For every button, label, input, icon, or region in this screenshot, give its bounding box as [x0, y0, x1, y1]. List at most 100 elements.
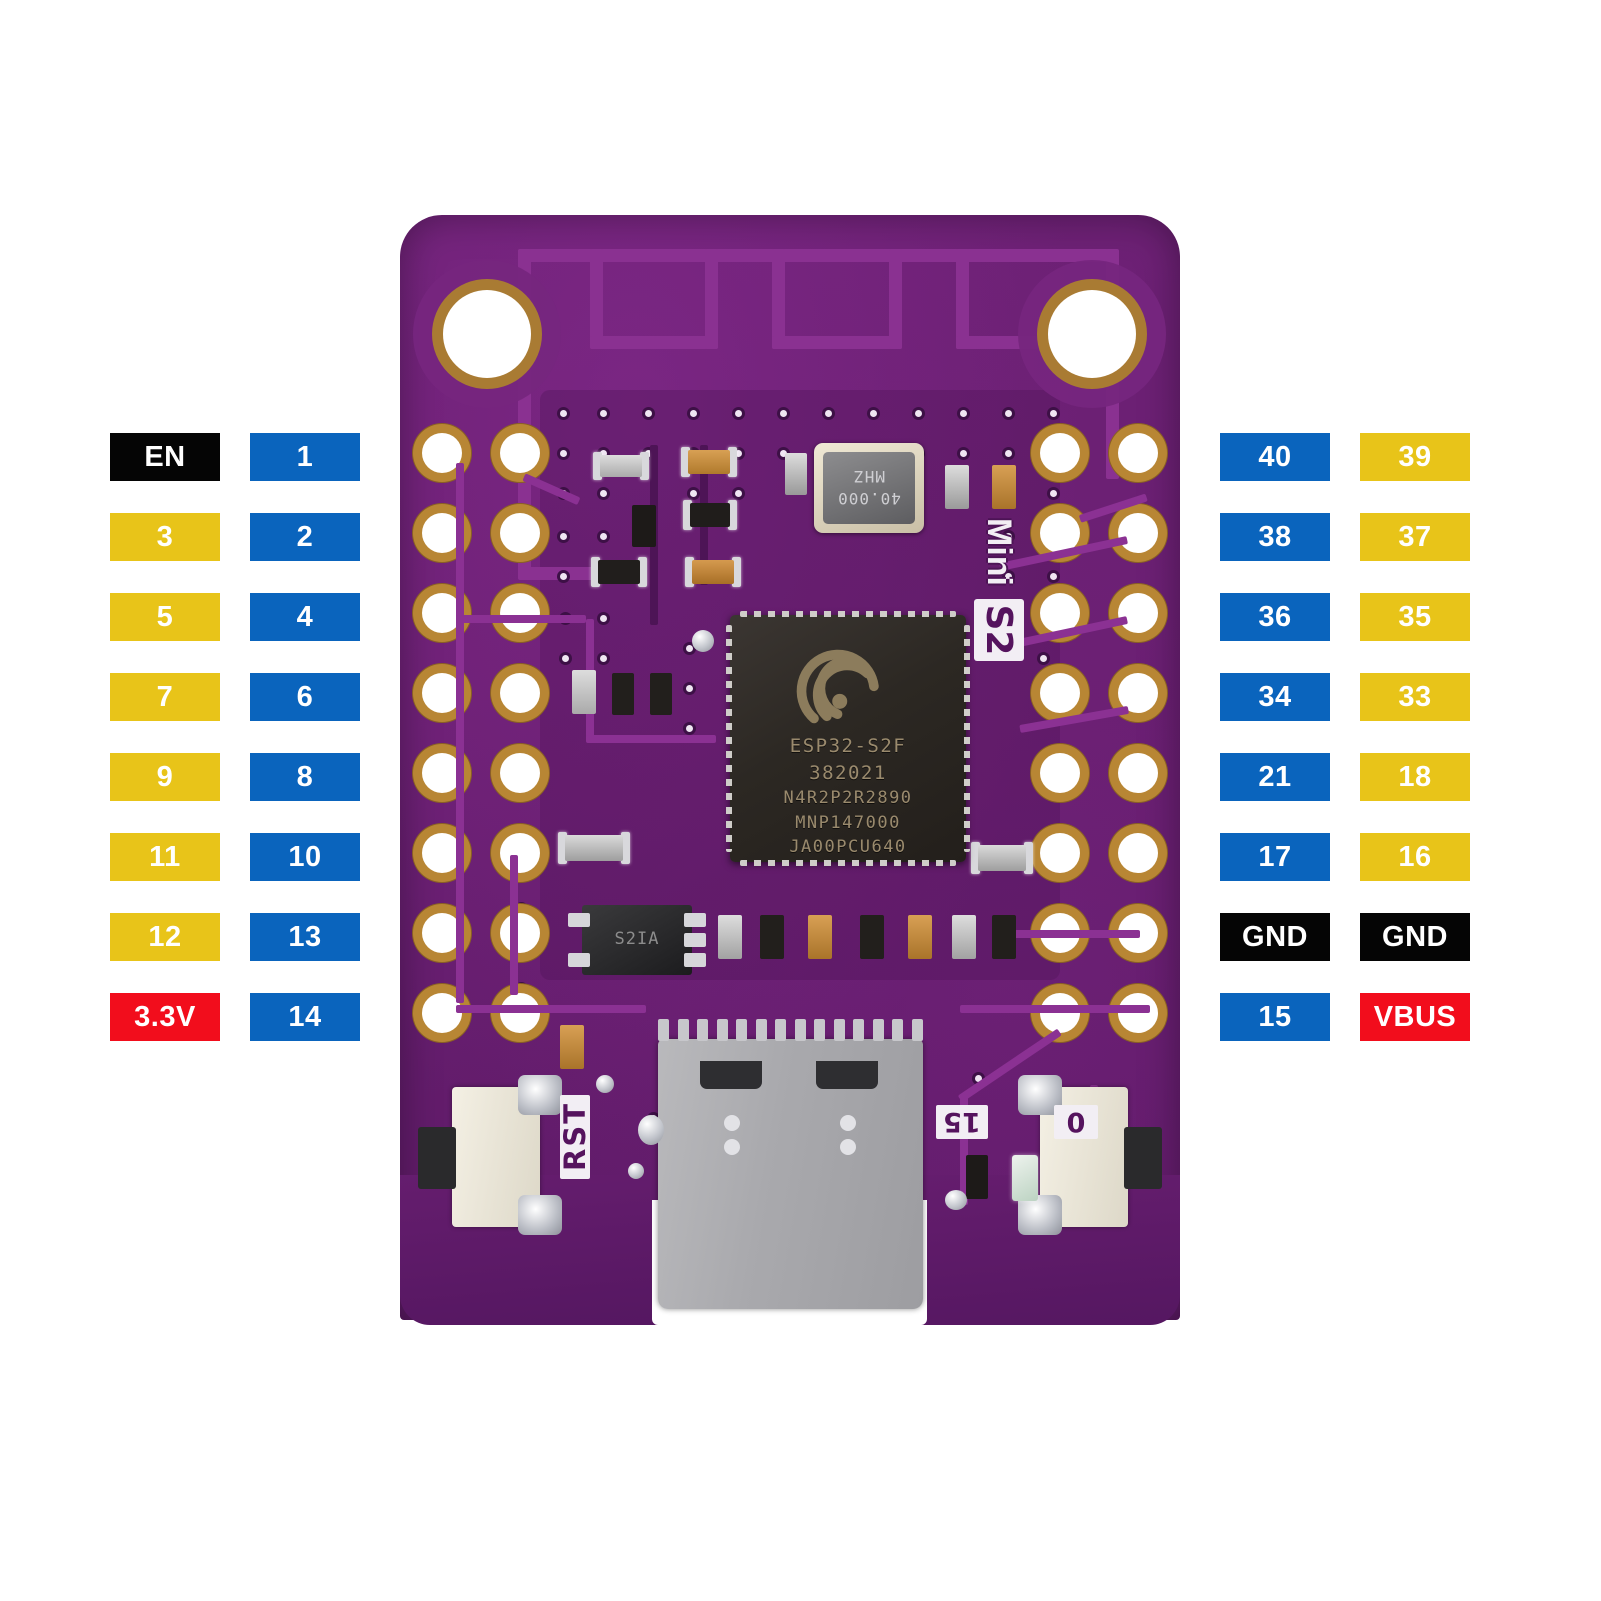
pin-label-right-inner-4: 21	[1220, 753, 1330, 801]
soc-pins-right	[964, 625, 970, 852]
mounting-hole-left	[443, 290, 531, 378]
pin-label-text: 35	[1398, 600, 1432, 633]
smd-capacitor	[560, 1025, 584, 1069]
pin-label-text: 9	[156, 760, 174, 793]
smd-resistor	[860, 915, 884, 959]
smd-capacitor	[908, 915, 932, 959]
smd-capacitor	[808, 915, 832, 959]
pin-label-left-inner-7: 14	[250, 993, 360, 1041]
pin-label-text: 3	[156, 520, 174, 553]
silkscreen-text: RST	[558, 1102, 592, 1172]
soc-pins-bottom	[740, 860, 956, 866]
pin-label-left-outer-0: EN	[110, 433, 220, 481]
smd-resistor	[945, 465, 969, 509]
pin-label-left-inner-4: 8	[250, 753, 360, 801]
solder-joint	[518, 1195, 562, 1235]
pin-label-right-outer-7: VBUS	[1360, 993, 1470, 1041]
mounting-hole-right	[1048, 290, 1136, 378]
voltage-regulator: S2IA	[568, 905, 706, 975]
antenna-trace-seg	[590, 249, 603, 349]
pin-label-text: EN	[144, 440, 186, 473]
pin-label-left-outer-4: 9	[110, 753, 220, 801]
pin-label-text: 36	[1258, 600, 1292, 633]
pin-label-text: 7	[156, 680, 174, 713]
pin-label-left-inner-5: 10	[250, 833, 360, 881]
pin-label-right-inner-3: 34	[1220, 673, 1330, 721]
smd-capacitor	[685, 557, 741, 587]
antenna-trace-seg	[889, 249, 902, 349]
pin-label-right-outer-4: 18	[1360, 753, 1470, 801]
usb-c-dimple	[840, 1139, 856, 1155]
smd-resistor	[612, 673, 634, 715]
reset-button[interactable]	[418, 1075, 562, 1235]
pcb-board: S2IA MHZ 40.000	[400, 215, 1180, 1325]
usb-c-connector[interactable]	[658, 1019, 923, 1309]
smd-resistor	[650, 673, 672, 715]
silkscreen-text: Mini	[980, 518, 1019, 586]
usb-c-dimple	[840, 1115, 856, 1131]
pin-label-left-inner-3: 6	[250, 673, 360, 721]
soc-marking-line1: ESP32-S2F	[789, 735, 907, 757]
silkscreen-board-name-s2: S2	[974, 599, 1024, 661]
soc-pins-left	[726, 625, 732, 852]
smd-resistor	[593, 452, 649, 480]
pin-label-text: 37	[1398, 520, 1432, 553]
usb-c-dimple	[724, 1115, 740, 1131]
usb-c-dimple	[724, 1139, 740, 1155]
pin-label-text: 12	[148, 920, 182, 953]
pin-label-right-outer-3: 33	[1360, 673, 1470, 721]
pin-label-text: 14	[288, 1000, 322, 1033]
pin-label-right-outer-1: 37	[1360, 513, 1470, 561]
pcb-trace	[960, 1005, 1150, 1013]
smd-resistor	[785, 453, 807, 495]
silkscreen-rst-label: RST	[558, 1095, 592, 1179]
usb-c-clip-right	[816, 1061, 878, 1089]
pcb-trace	[456, 463, 464, 1003]
pin-label-text: 8	[296, 760, 314, 793]
pin-label-text: 3.3V	[134, 1000, 196, 1033]
pin-label-right-outer-0: 39	[1360, 433, 1470, 481]
smd-capacitor	[681, 447, 737, 477]
reset-button-stem	[418, 1127, 456, 1189]
smd-resistor	[591, 557, 647, 587]
antenna-trace-seg	[518, 249, 1118, 262]
soc-marking-line5: JA00PCU640	[789, 837, 907, 857]
pin-label-text: 33	[1398, 680, 1432, 713]
pin-label-left-outer-1: 3	[110, 513, 220, 561]
status-led	[1012, 1155, 1038, 1201]
pin-label-text: 16	[1398, 840, 1432, 873]
smd-resistor	[971, 842, 1033, 874]
antenna-trace-seg	[705, 249, 718, 349]
pin-label-text: 10	[288, 840, 322, 873]
pcb-trace	[510, 855, 518, 995]
test-point	[692, 630, 714, 652]
usb-c-clip-left	[700, 1061, 762, 1089]
crystal-oscillator: MHZ 40.000	[814, 443, 924, 533]
pin-label-left-inner-1: 2	[250, 513, 360, 561]
pin-label-right-inner-1: 38	[1220, 513, 1330, 561]
soc-marking-line3: N4R2P2R2890	[783, 788, 913, 808]
boot-button[interactable]	[1018, 1075, 1162, 1235]
pin-label-left-outer-2: 5	[110, 593, 220, 641]
pin-label-right-outer-6: GND	[1360, 913, 1470, 961]
pin-label-right-inner-0: 40	[1220, 433, 1330, 481]
silkscreen-button0-label: 0	[1054, 1105, 1098, 1139]
crystal-text-freq: 40.000	[837, 489, 901, 508]
silkscreen-board-name-mini: Mini	[962, 515, 1036, 589]
pcb-trace	[456, 1005, 646, 1013]
espressif-logo-icon	[790, 635, 898, 727]
pin-label-left-inner-6: 13	[250, 913, 360, 961]
pin-label-text: 34	[1258, 680, 1292, 713]
pin-label-text: 4	[296, 600, 314, 633]
soc-marking-line2: 382021	[809, 762, 887, 784]
pin-label-right-inner-2: 36	[1220, 593, 1330, 641]
pin-label-text: GND	[1242, 920, 1308, 953]
smd-resistor	[952, 915, 976, 959]
pin-label-text: 39	[1398, 440, 1432, 473]
pin-label-left-outer-7: 3.3V	[110, 993, 220, 1041]
pin-label-text: 15	[1258, 1000, 1292, 1033]
crystal-text-mhz: MHZ	[853, 467, 885, 486]
solder-joint	[1018, 1195, 1062, 1235]
smd-resistor	[760, 915, 784, 959]
